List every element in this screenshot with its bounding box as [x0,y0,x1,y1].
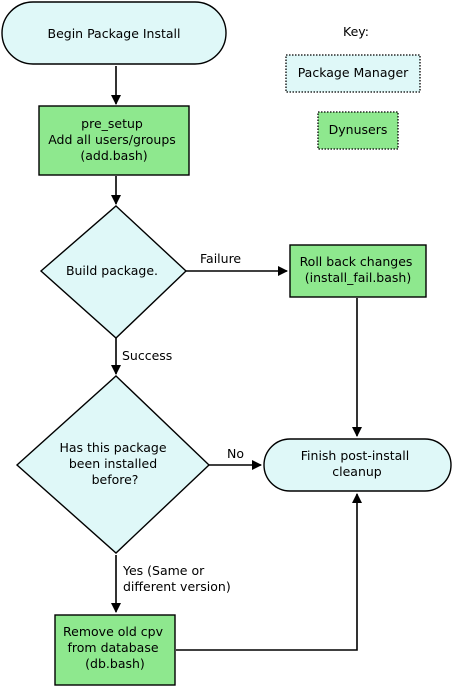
svg-text:Finish post-install clea: Finish post-install cleanup [301,448,413,479]
installed-line-1: Has this package [59,440,166,455]
node-begin-package-install: Begin Package Install [1,1,227,65]
edge-label-failure: Failure [200,251,241,266]
rollback-line-2: (install_fail.bash) [305,270,411,285]
legend-item-package-manager: Package Manager [285,54,421,93]
edge-label-yes-line-2: different version) [123,579,231,594]
svg-text:Build package.: Build package. [66,263,158,278]
legend-dynusers-label: Dynusers [329,122,388,137]
node-roll-back-changes: Roll back changes (install_fail.bash) [289,244,427,298]
begin-label: Begin Package Install [48,26,181,41]
finish-line-1: Finish post-install [301,448,409,463]
pre-setup-line-1: pre_setup [81,116,143,131]
build-label: Build package. [66,263,158,278]
node-remove-old-cpv: Remove old cpv from database (db.bash) [54,614,176,686]
remove-line-1: Remove old cpv [63,624,164,639]
node-installed-before: Has this package been installed before? [15,375,211,554]
node-finish-cleanup: Finish post-install cleanup [263,438,452,492]
pre-setup-line-2: Add all users/groups [48,132,176,147]
edge-label-success: Success [122,348,172,363]
svg-text:Begin Package Install: Begin Package Install [48,26,181,41]
svg-text:pre_setup Add all users/: pre_setup Add all users/groups (add.bash… [48,116,180,163]
svg-text:Remove old cpv from data: Remove old cpv from database (db.bash) [63,624,167,671]
remove-line-3: (db.bash) [85,656,145,671]
node-pre-setup: pre_setup Add all users/groups (add.bash… [38,105,190,176]
pre-setup-line-3: (add.bash) [80,148,147,163]
legend-title: Key: [343,24,369,39]
svg-text:Has this package been in: Has this package been installed before? [59,440,170,487]
svg-text:Roll back changes (insta: Roll back changes (install_fail.bash) [300,254,417,285]
edge-remove-to-finish [176,493,362,651]
rollback-line-1: Roll back changes [300,254,413,269]
edge-label-yes-line-1: Yes (Same or [122,563,205,578]
legend-package-manager-label: Package Manager [298,65,409,80]
connectors [111,66,362,651]
finish-line-2: cleanup [332,464,382,479]
edge-label-yes: Yes (Same or different version) [122,563,231,594]
legend-item-dynusers: Dynusers [317,111,399,150]
installed-line-2: been installed [69,456,157,471]
edge-label-no: No [227,446,244,461]
legend: Key: Package Manager Dynusers [285,24,421,150]
node-build-package: Build package. [39,205,188,339]
installed-line-3: before? [92,472,139,487]
remove-line-2: from database [68,640,159,655]
